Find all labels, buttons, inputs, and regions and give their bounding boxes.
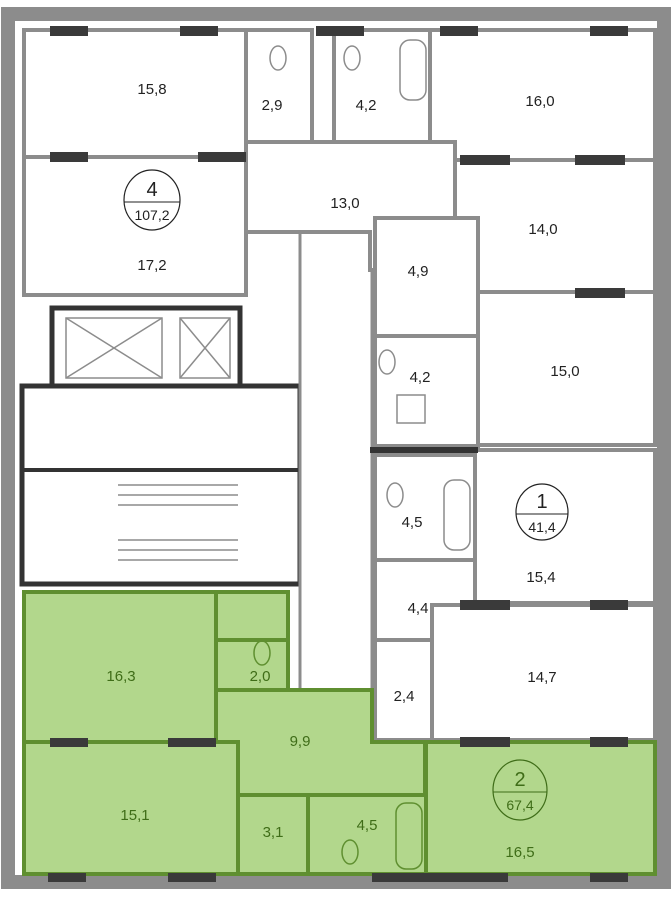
toilet-icon — [378, 349, 396, 375]
room-area: 2,0 — [250, 668, 271, 685]
room-16-5 — [424, 740, 657, 876]
room-area: 17,2 — [137, 257, 166, 274]
apartment-number: 1 — [536, 491, 547, 513]
apartment-area: 107,2 — [134, 207, 169, 223]
apartment-1[interactable]: 1 41,4 4,9 15,0 4,2 4,5 15,4 4,4 2,4 14,… — [370, 216, 657, 742]
room-area: 4,9 — [408, 263, 429, 280]
apartment-2[interactable]: 2 67,4 16,3 2,0 9,9 15,1 3,1 4,5 16,5 — [22, 590, 657, 876]
bathtub-icon — [443, 479, 471, 551]
room-area: 13,0 — [330, 195, 359, 212]
room-area: 15,0 — [550, 363, 579, 380]
room-area: 15,4 — [526, 569, 555, 586]
windows — [48, 26, 628, 882]
shower-icon — [396, 394, 426, 424]
apartment-area: 67,4 — [506, 797, 533, 813]
outer-wall — [1, 7, 671, 889]
room-16-0 — [428, 28, 657, 162]
room-15-8 — [22, 28, 248, 159]
room-3-1 — [236, 793, 310, 876]
room-bath-4-2 — [373, 334, 480, 448]
room-area: 3,1 — [263, 824, 284, 841]
toilet-icon — [343, 45, 361, 71]
room-bath-4-5 — [306, 793, 428, 876]
room-bath-4-5 — [373, 453, 477, 562]
room-17-2 — [22, 155, 248, 297]
room-14-7 — [430, 603, 657, 742]
room-area: 2,9 — [262, 97, 283, 114]
room-bath-4-2 — [332, 28, 432, 144]
apartment-badge — [492, 759, 548, 821]
bathtub-icon — [399, 39, 427, 101]
room-area: 4,5 — [402, 514, 423, 531]
corridor — [298, 230, 374, 692]
room-area: 4,2 — [356, 97, 377, 114]
room-area: 16,0 — [525, 93, 554, 110]
room-area: 4,4 — [408, 600, 429, 617]
toilet-icon — [269, 45, 287, 71]
room-area: 4,2 — [410, 369, 431, 386]
apartment-number: 4 — [146, 179, 157, 201]
room-area: 15,8 — [137, 81, 166, 98]
bathtub-icon — [395, 802, 423, 870]
apartment-4[interactable]: 4 107,2 15,8 17,2 2,9 4,2 13,0 16,0 14,0 — [22, 28, 657, 297]
room-area: 14,7 — [527, 669, 556, 686]
stairs-icon — [118, 484, 238, 561]
room-area: 14,0 — [528, 221, 557, 238]
room-area: 15,1 — [120, 807, 149, 824]
apartment-area: 41,4 — [528, 519, 555, 535]
toilet-icon — [341, 839, 359, 865]
room-area: 9,9 — [290, 733, 311, 750]
room-area: 2,4 — [394, 688, 415, 705]
room-area: 4,5 — [357, 817, 378, 834]
room-15-0 — [476, 290, 657, 447]
room-storage — [214, 590, 290, 642]
apartment-number: 2 — [514, 769, 525, 791]
room-16-3 — [22, 590, 218, 744]
toilet-icon — [386, 482, 404, 508]
apartment-badge — [123, 169, 181, 231]
toilet-icon — [253, 640, 271, 666]
apartment-badge — [515, 483, 569, 541]
room-area: 16,3 — [106, 668, 135, 685]
room-area: 16,5 — [505, 844, 534, 861]
